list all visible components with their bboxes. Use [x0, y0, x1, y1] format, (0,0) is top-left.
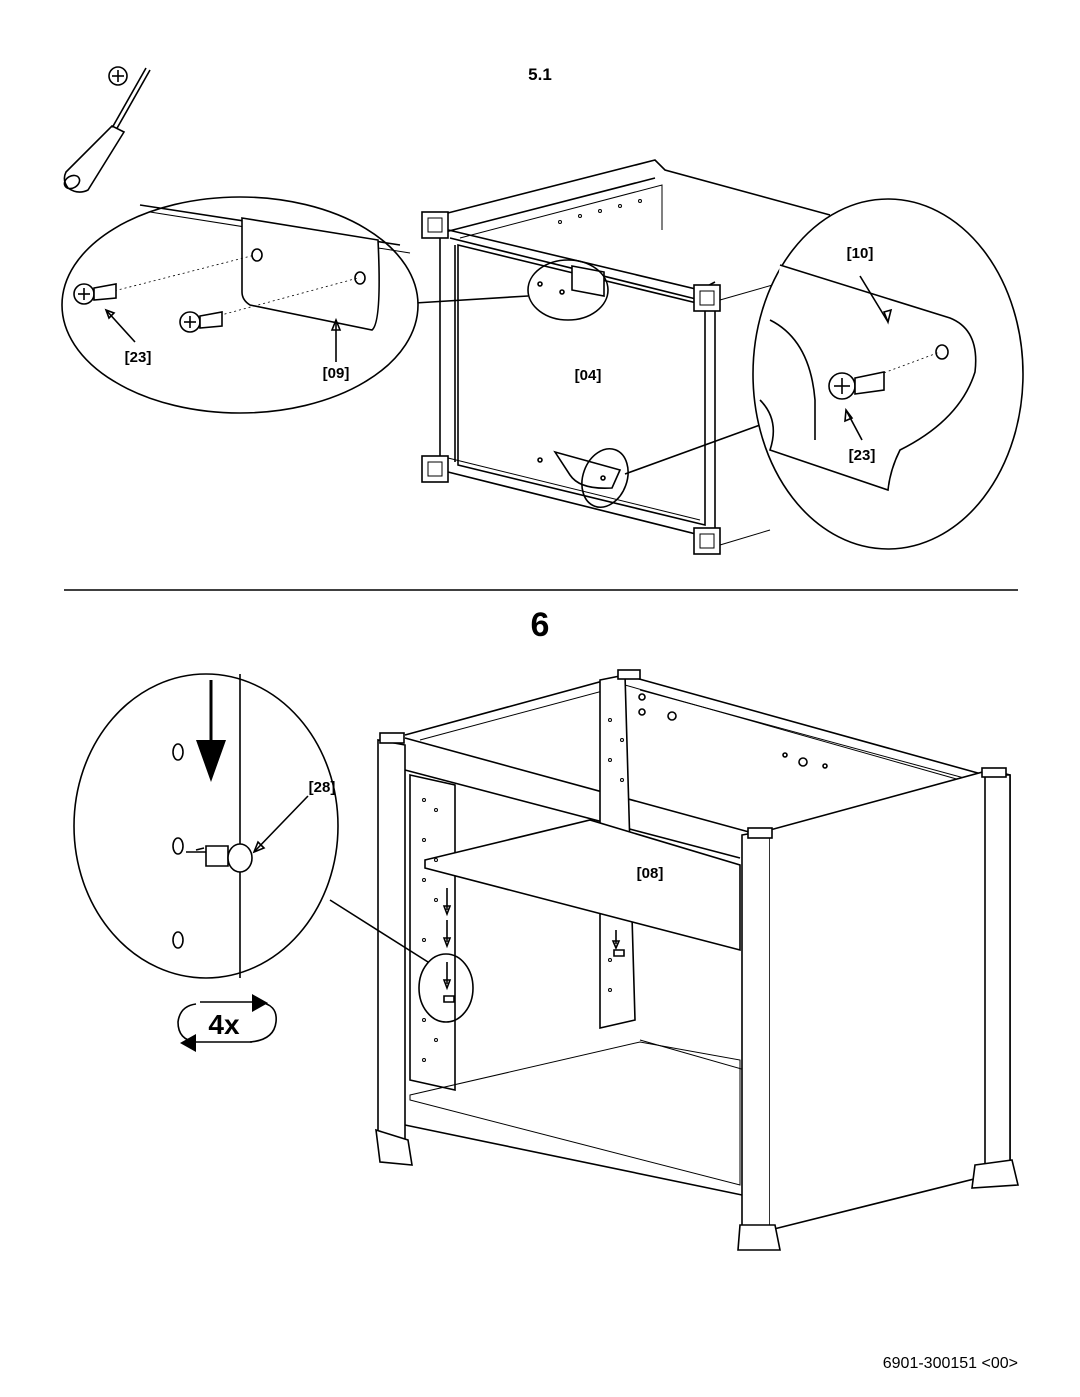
- cabinet-frame-6: [375, 669, 1019, 1251]
- repeat-count-4x: 4x: [208, 1009, 240, 1040]
- part-label-shelf-pin-28: [28]: [309, 779, 336, 796]
- step-number-6: 6: [531, 606, 550, 644]
- document-id: 6901-300151 <00>: [883, 1355, 1018, 1372]
- part-label-screw-23-left: [23]: [125, 349, 152, 366]
- detail-marker-pin: [418, 953, 474, 1023]
- detail-zoom-right: [752, 198, 1024, 550]
- detail-zoom-left: [61, 196, 419, 414]
- cabinet-frame-5-1: [421, 159, 831, 555]
- detail-zoom-pin: [73, 673, 339, 979]
- detail-marker-top: [527, 259, 609, 321]
- phillips-screwdriver-icon: [63, 66, 151, 193]
- part-label-screw-23-right: [23]: [849, 447, 876, 464]
- step-number-5-1: 5.1: [528, 65, 552, 84]
- detail-marker-bottom: [581, 448, 629, 508]
- part-label-bracket-09: [09]: [323, 365, 350, 382]
- part-label-shelf-08: [08]: [637, 865, 664, 882]
- part-label-panel-04: [04]: [575, 367, 602, 384]
- part-label-bracket-10: [10]: [847, 245, 874, 262]
- rotate-arrows-icon: [177, 994, 277, 1052]
